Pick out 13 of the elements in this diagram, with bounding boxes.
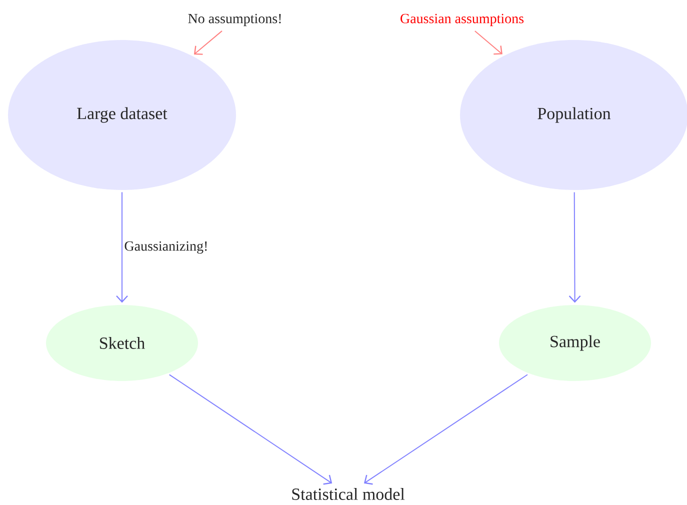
arrow [194,30,222,55]
annotation-text: No assumptions! [188,14,281,26]
result-text: Statistical model [292,488,405,500]
arrow [168,374,332,485]
ellipse-node: Sample [499,305,651,381]
ellipse-node: Large dataset [8,40,236,190]
annotation-text: Gaussian assumptions [400,14,524,26]
arrow [474,30,502,55]
edge-label: Gaussianizing! [123,240,210,255]
arrow [364,374,528,485]
ellipse-node: Sketch [46,305,198,381]
arrow [116,192,128,303]
arrow [568,192,581,303]
